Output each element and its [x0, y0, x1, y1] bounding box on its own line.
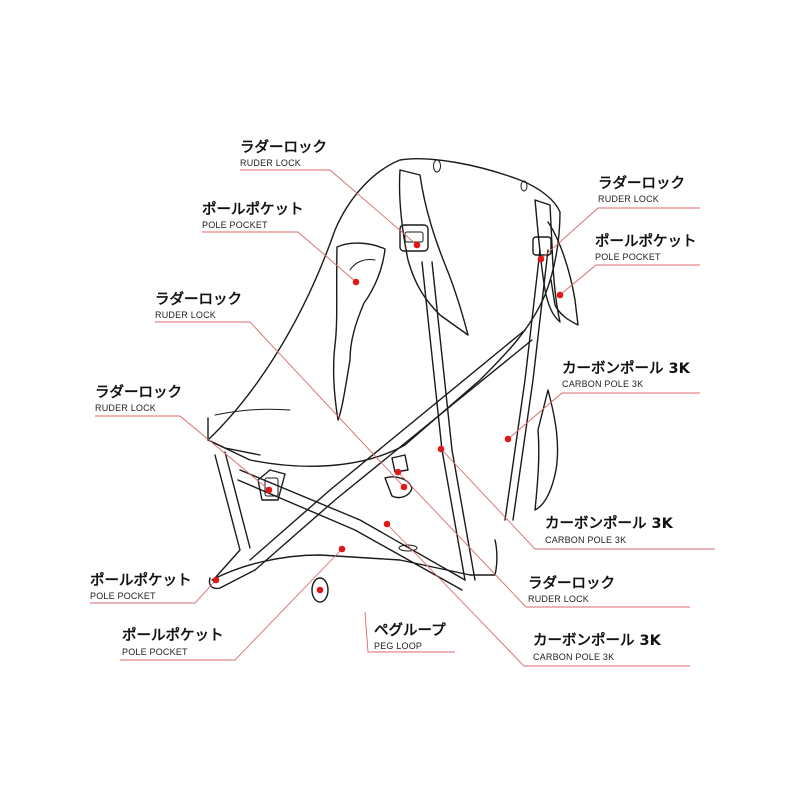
leader-11 — [397, 471, 690, 608]
leader-13 — [386, 523, 690, 667]
leader-12 — [364, 611, 455, 653]
callout-9-jp: カーボンポール 3K — [562, 359, 691, 377]
leader-10 — [440, 448, 715, 550]
callout-12-jp: ペグループ — [374, 621, 446, 639]
marker-dot — [338, 545, 346, 553]
callout-3-en: RUDER LOCK — [155, 310, 216, 320]
callout-4-en: RUDER LOCK — [95, 403, 156, 413]
marker-dot — [400, 483, 408, 491]
leader-5 — [90, 579, 217, 604]
marker-dot — [537, 255, 545, 263]
leader-7 — [540, 207, 700, 260]
marker-dot — [394, 468, 402, 476]
chair-illustration — [207, 158, 579, 603]
callout-4-jp: ラダーロック — [95, 383, 182, 401]
leader-2 — [202, 231, 357, 283]
callout-8-jp: ポールポケット — [595, 232, 697, 250]
leader-lines — [90, 169, 715, 667]
callout-5-en: POLE POCKET — [90, 591, 156, 601]
marker-dot — [212, 576, 220, 584]
callout-11-en: RUDER LOCK — [528, 594, 589, 604]
callout-13-en: CARBON POLE 3K — [533, 652, 614, 662]
callout-11-jp: ラダーロック — [528, 574, 615, 592]
marker-dot — [504, 435, 512, 443]
callout-10-en: CARBON POLE 3K — [545, 535, 626, 545]
callout-1-jp: ラダーロック — [240, 138, 327, 156]
marker-dot — [265, 486, 273, 494]
marker-dot — [383, 520, 391, 528]
callout-8-en: POLE POCKET — [595, 252, 661, 262]
callout-13-jp: カーボンポール 3K — [533, 631, 662, 649]
leader-1 — [240, 169, 418, 246]
leader-4 — [95, 415, 270, 491]
marker-dot — [437, 445, 445, 453]
callout-7-en: RUDER LOCK — [598, 194, 659, 204]
leader-3 — [155, 321, 405, 488]
callout-2-en: POLE POCKET — [202, 220, 268, 230]
callout-labels: ラダーロック RUDER LOCK ポールポケット POLE POCKET ラダ… — [90, 138, 697, 662]
callout-12-en: PEG LOOP — [374, 641, 422, 651]
marker-dot — [556, 291, 564, 299]
callout-9-en: CARBON POLE 3K — [562, 379, 643, 389]
callout-6-en: POLE POCKET — [122, 647, 188, 657]
callout-3-jp: ラダーロック — [155, 290, 242, 308]
leader-8 — [559, 264, 700, 296]
marker-dot — [413, 241, 421, 249]
callout-5-jp: ポールポケット — [90, 571, 192, 589]
callout-10-jp: カーボンポール 3K — [545, 514, 674, 532]
marker-dot — [316, 586, 324, 594]
marker-dot — [352, 278, 360, 286]
callout-7-jp: ラダーロック — [598, 174, 685, 192]
callout-1-en: RUDER LOCK — [240, 158, 301, 168]
callout-6-jp: ポールポケット — [122, 626, 224, 644]
leader-9 — [507, 392, 700, 440]
callout-2-jp: ポールポケット — [202, 200, 304, 218]
leader-6 — [120, 548, 343, 661]
marker-dots — [212, 241, 564, 594]
